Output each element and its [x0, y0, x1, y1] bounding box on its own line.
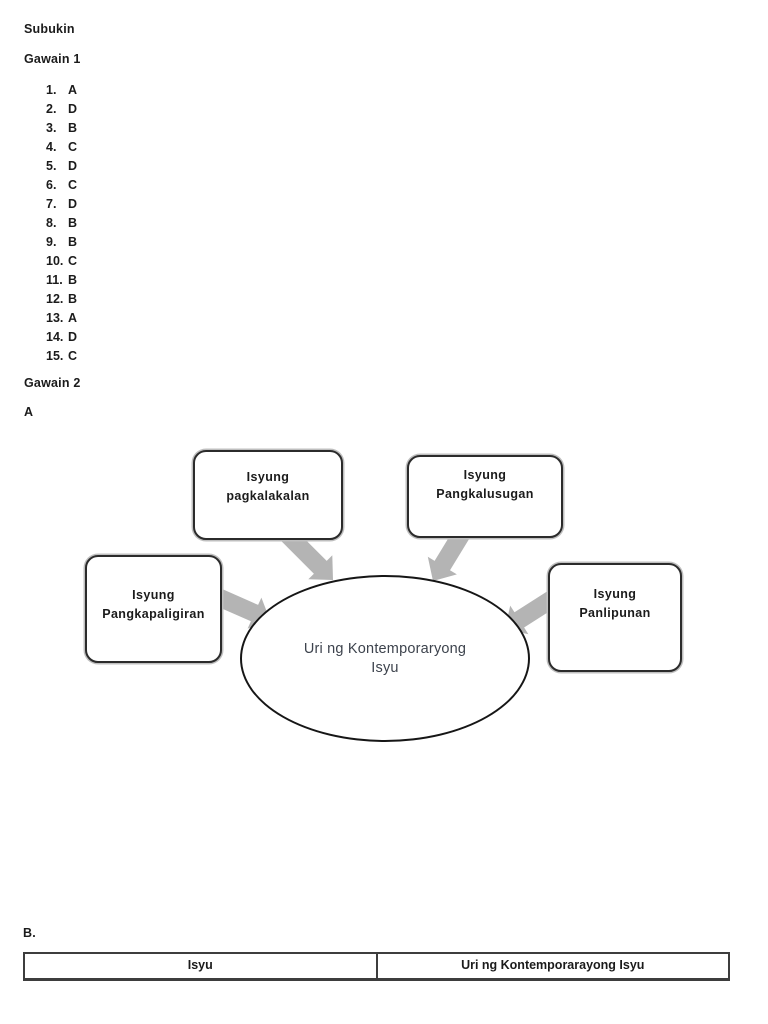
- answer-number: 4.: [46, 140, 57, 154]
- answer-key-list: 1. A 2. D 3. B 4. C 5. D: [46, 83, 77, 368]
- answer-number: 6.: [46, 178, 57, 192]
- gawain-2-heading: Gawain 2: [24, 376, 81, 390]
- answer-letter: D: [68, 102, 78, 116]
- answer-row: 15. C: [46, 349, 77, 368]
- answer-row: 13. A: [46, 311, 77, 330]
- answer-row: 6. C: [46, 178, 77, 197]
- answer-number: 14.: [46, 330, 64, 344]
- part-a-label: A: [24, 405, 34, 419]
- answer-row: 2. D: [46, 102, 77, 121]
- section-title: Subukin: [24, 22, 75, 36]
- answer-row: 5. D: [46, 159, 77, 178]
- answer-letter: B: [68, 273, 78, 287]
- node-label-line: Panlipunan: [579, 606, 651, 620]
- answer-number: 13.: [46, 311, 64, 325]
- answer-letter: B: [68, 292, 78, 306]
- answer-row: 1. A: [46, 83, 77, 102]
- node-label-line: Isyung: [593, 587, 637, 601]
- answer-number: 3.: [46, 121, 57, 135]
- answer-number: 11.: [46, 273, 63, 287]
- answer-row: 3. B: [46, 121, 77, 140]
- answer-number: 2.: [46, 102, 57, 116]
- diagram-node-panlipunan: Isyung Panlipunan: [548, 563, 682, 672]
- node-label-line: pagkalakalan: [226, 489, 310, 503]
- answer-number: 7.: [46, 197, 57, 211]
- node-label-line: Isyung: [132, 588, 175, 602]
- node-label-line: Pangkapaligiran: [102, 607, 205, 621]
- node-label-line: Isyung: [463, 468, 507, 482]
- answer-letter: D: [68, 330, 78, 344]
- part-b-label: B.: [23, 926, 36, 940]
- node-label-line: Pangkalusugan: [436, 487, 534, 501]
- answer-letter: C: [68, 140, 78, 154]
- answer-row: 14. D: [46, 330, 77, 349]
- answer-number: 8.: [46, 216, 57, 230]
- answer-letter: A: [68, 311, 78, 325]
- answer-row: 9. B: [46, 235, 77, 254]
- node-label-line: Isyung: [246, 470, 290, 484]
- answer-number: 1.: [46, 83, 57, 97]
- isyu-table: Isyu Uri ng Kontemporarayong Isyu: [23, 952, 730, 981]
- diagram-node-pangkalusugan: Isyung Pangkalusugan: [407, 455, 563, 538]
- answer-row: 8. B: [46, 216, 77, 235]
- answer-row: 4. C: [46, 140, 77, 159]
- answer-letter: B: [68, 216, 78, 230]
- answer-letter: D: [68, 197, 78, 211]
- answer-row: 10. C: [46, 254, 77, 273]
- gawain-1-heading: Gawain 1: [24, 52, 81, 66]
- answer-letter: C: [68, 178, 78, 192]
- answer-number: 5.: [46, 159, 57, 173]
- center-ellipse-label: Uri ng Kontemporaryong Isyu: [303, 640, 467, 676]
- answer-letter: C: [68, 254, 78, 268]
- answer-number: 15.: [46, 349, 64, 363]
- diagram-node-pangkapaligiran: Isyung Pangkapaligiran: [85, 555, 222, 663]
- table-header-uri: Uri ng Kontemporarayong Isyu: [461, 958, 645, 972]
- answer-row: 7. D: [46, 197, 77, 216]
- answer-number: 12.: [46, 292, 64, 306]
- answer-number: 10.: [46, 254, 64, 268]
- answer-row: 11. B: [46, 273, 77, 292]
- answer-letter: B: [68, 121, 78, 135]
- diagram-center-ellipse: Uri ng Kontemporaryong Isyu: [240, 575, 530, 742]
- answer-letter: A: [68, 83, 78, 97]
- answer-row: 12. B: [46, 292, 77, 311]
- answer-letter: C: [68, 349, 78, 363]
- answer-letter: D: [68, 159, 78, 173]
- table-header-isyu: Isyu: [25, 954, 378, 978]
- answer-letter: B: [68, 235, 78, 249]
- diagram-node-pagkalakalan: Isyung pagkalakalan: [193, 450, 343, 540]
- answer-number: 9.: [46, 235, 57, 249]
